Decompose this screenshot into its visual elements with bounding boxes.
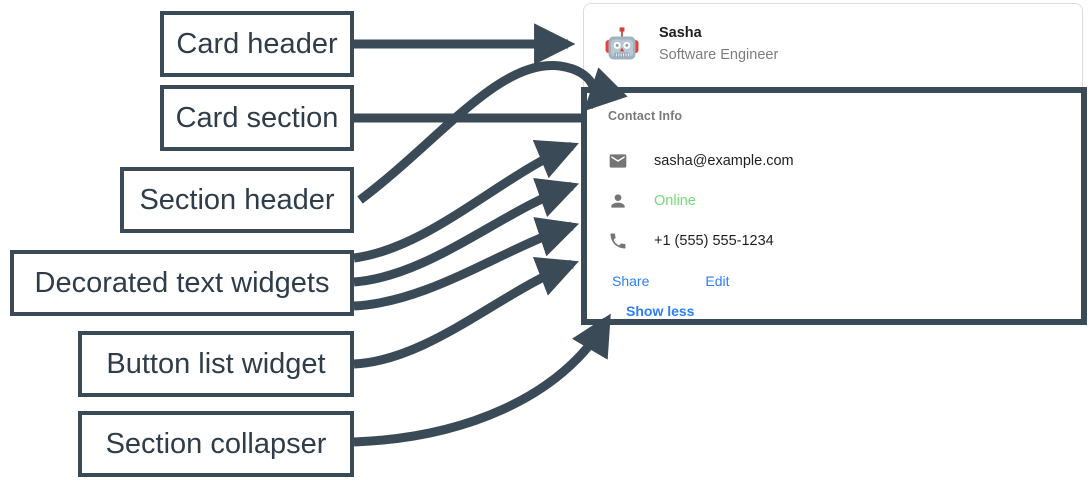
edit-button[interactable]: Edit bbox=[705, 273, 730, 289]
arrow-section-collapser bbox=[353, 313, 611, 447]
arrow-button-list bbox=[353, 257, 579, 369]
decorated-text-widget-phone: +1 (555) 555-1234 bbox=[608, 221, 1081, 261]
annotation-label-decorated-text-widgets: Decorated text widgets bbox=[10, 250, 354, 316]
share-button[interactable]: Share bbox=[612, 273, 650, 289]
annotation-label-card-header: Card header bbox=[160, 11, 354, 77]
annotation-label-section-header: Section header bbox=[120, 167, 354, 233]
section-collapser-button[interactable]: Show less bbox=[626, 303, 695, 319]
phone-icon bbox=[610, 233, 626, 249]
annotation-label-button-list-widget: Button list widget bbox=[78, 331, 354, 397]
decorated-text-widget-status: Online bbox=[608, 181, 1081, 221]
annotation-label-text: Decorated text widgets bbox=[34, 266, 330, 299]
card-header: Sasha Software Engineer bbox=[584, 4, 1082, 86]
decorated-text-value: +1 (555) 555-1234 bbox=[654, 233, 774, 249]
annotation-label-section-collapser: Section collapser bbox=[78, 411, 354, 477]
annotation-label-text: Section header bbox=[139, 183, 335, 216]
annotation-label-text: Card header bbox=[176, 27, 338, 60]
decorated-text-value-status: Online bbox=[654, 193, 696, 209]
profile-card: Sasha Software Engineer Contact Info sas… bbox=[581, 3, 1087, 325]
annotation-label-text: Card section bbox=[175, 101, 339, 134]
robot-avatar-icon bbox=[605, 27, 639, 60]
card-header-subtitle: Software Engineer bbox=[659, 46, 779, 63]
card-section: Contact Info sasha@example.com Online +1… bbox=[581, 87, 1087, 325]
button-list-widget: Share Edit bbox=[604, 269, 1081, 293]
decorated-text-widget-email: sasha@example.com bbox=[608, 141, 1081, 181]
section-header: Contact Info bbox=[608, 109, 683, 123]
arrow-decorated-text-1 bbox=[353, 139, 579, 263]
email-icon bbox=[609, 154, 627, 168]
annotation-label-text: Section collapser bbox=[105, 427, 327, 460]
arrow-decorated-text-2 bbox=[353, 178, 580, 287]
card-header-title: Sasha bbox=[659, 24, 702, 41]
annotation-label-text: Button list widget bbox=[106, 347, 326, 380]
arrow-decorated-text-3 bbox=[353, 217, 580, 311]
annotation-label-card-section: Card section bbox=[160, 85, 354, 151]
person-icon bbox=[611, 194, 625, 208]
arrow-section-header bbox=[357, 61, 628, 204]
decorated-text-value: sasha@example.com bbox=[654, 153, 794, 169]
